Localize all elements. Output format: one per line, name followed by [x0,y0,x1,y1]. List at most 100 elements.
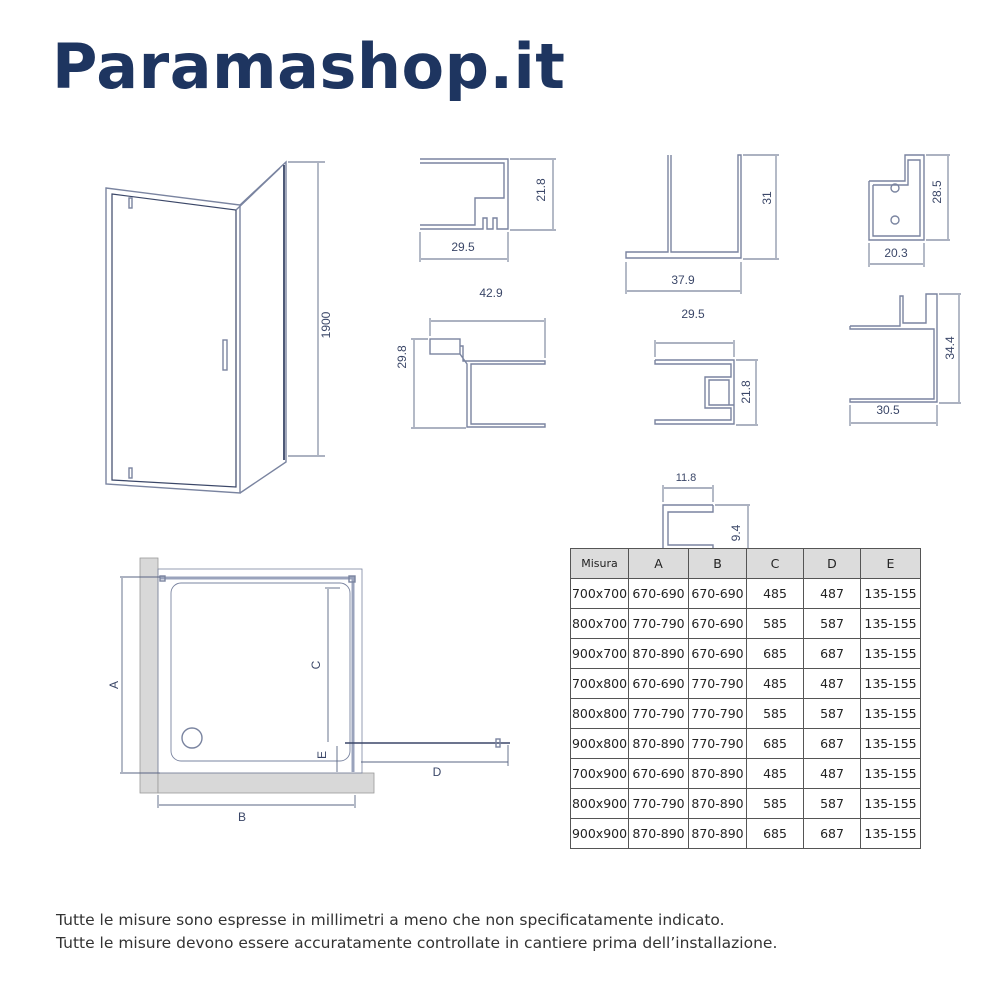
table-cell: 487 [803,578,861,609]
table-cell: 900x700 [570,638,629,669]
table-cell: 770-790 [628,788,689,819]
profile-5: 29.5 21.8 [654,307,758,426]
table-cell: 700x700 [570,578,629,609]
footer-note-1: Tutte le misure sono espresse in millime… [56,911,725,929]
table-cell: 800x900 [570,788,629,819]
table-cell: 135-155 [860,578,921,609]
table-cell: 485 [746,758,804,789]
table-cell: 135-155 [860,638,921,669]
profile-2-height: 31 [760,191,774,205]
table-cell: 585 [746,788,804,819]
table-cell: 585 [746,608,804,639]
table-cell: 135-155 [860,818,921,849]
profile-5-width: 29.5 [681,307,705,321]
wall [139,557,159,794]
footer-notes: Tutte le misure sono espresse in millime… [56,909,777,955]
dim-e-label: E [315,751,329,759]
table-cell: 870-890 [688,818,747,849]
profile-6-width: 30.5 [876,403,900,417]
profile-3-height: 28.5 [930,180,944,204]
table-cell: 687 [803,638,861,669]
table-cell: 670-690 [628,758,689,789]
floor-wall [157,772,375,794]
brand-logo: Paramashop.it [52,30,566,103]
table-cell: 870-890 [628,638,689,669]
table-cell: 700x900 [570,758,629,789]
profile-3-width: 20.3 [884,246,908,260]
table-cell: 770-790 [688,698,747,729]
col-header-e: E [860,548,921,579]
profile-6-height: 34.4 [943,336,957,360]
table-cell: 587 [803,788,861,819]
footer-note-2: Tutte le misure devono essere accuratame… [56,934,778,952]
profile-1-width: 29.5 [451,240,475,254]
drain [181,727,203,749]
table-cell: 770-790 [688,668,747,699]
table-cell: 135-155 [860,788,921,819]
table-cell: 900x800 [570,728,629,759]
door-handle [222,339,228,371]
table-cell: 485 [746,668,804,699]
table-cell: 670-690 [628,668,689,699]
table-cell: 870-890 [628,728,689,759]
profile-6: 30.5 34.4 [849,293,961,426]
table-cell: 687 [803,728,861,759]
table-cell: 487 [803,668,861,699]
height-dimension-label: 1900 [319,311,333,338]
table-cell: 670-690 [688,608,747,639]
table-cell: 670-690 [688,638,747,669]
profile-2: 37.9 31 [625,154,779,294]
table-cell: 685 [746,818,804,849]
table-cell: 800x700 [570,608,629,639]
profile-7-height: 9.4 [729,524,743,541]
profile-4: 42.9 29.8 [395,286,546,429]
profile-1-height: 21.8 [534,178,548,202]
table-cell: 135-155 [860,698,921,729]
table-cell: 135-155 [860,608,921,639]
table-cell: 870-890 [688,758,747,789]
table-cell: 485 [746,578,804,609]
col-header-d: D [803,548,861,579]
col-header-c: C [746,548,804,579]
table-cell: 700x800 [570,668,629,699]
profile-4-width: 42.9 [479,286,503,300]
table-cell: 870-890 [688,788,747,819]
table-cell: 587 [803,608,861,639]
shower-door-drawing: 1900 [105,160,333,494]
dim-b-label: B [238,810,246,824]
table-header-row: Misura A B C D E [570,548,921,579]
table-cell: 770-790 [628,608,689,639]
plan-view-drawing: A C E D B [107,557,510,824]
table-cell: 685 [746,638,804,669]
profile-5-height: 21.8 [739,380,753,404]
table-cell: 687 [803,818,861,849]
table-cell: 585 [746,698,804,729]
table-cell: 685 [746,728,804,759]
col-header-a: A [628,548,689,579]
table-cell: 135-155 [860,728,921,759]
table-cell: 670-690 [628,578,689,609]
dim-c-label: C [309,660,323,669]
table-cell: 135-155 [860,758,921,789]
dim-a-label: A [107,681,121,689]
profile-4-height: 29.8 [395,345,409,369]
profile-1: 29.5 21.8 [419,158,556,262]
profile-2-width: 37.9 [671,273,695,287]
table-cell: 670-690 [688,578,747,609]
col-header-b: B [688,548,747,579]
profile-3: 20.3 28.5 [868,154,950,267]
table-cell: 800x800 [570,698,629,729]
table-cell: 135-155 [860,668,921,699]
table-cell: 770-790 [688,728,747,759]
